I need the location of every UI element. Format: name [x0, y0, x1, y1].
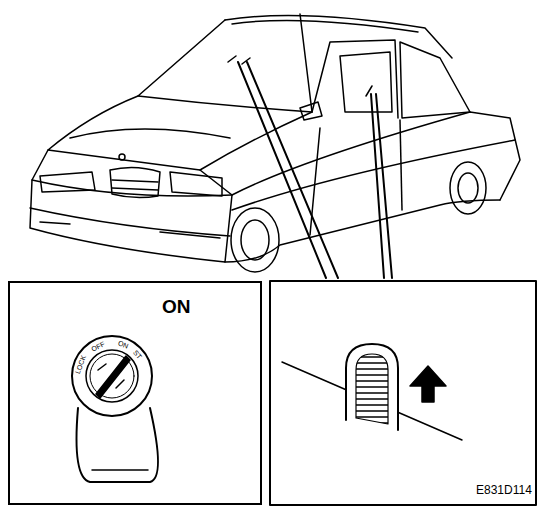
- position-label: ON: [162, 297, 191, 316]
- leader-lines: [238, 62, 392, 278]
- vent-inset: [270, 281, 536, 505]
- inset-panel: ON: [8, 281, 262, 505]
- ignition-switch: [72, 336, 158, 482]
- figure-number: E831D114: [476, 484, 532, 496]
- car-body: [30, 14, 520, 272]
